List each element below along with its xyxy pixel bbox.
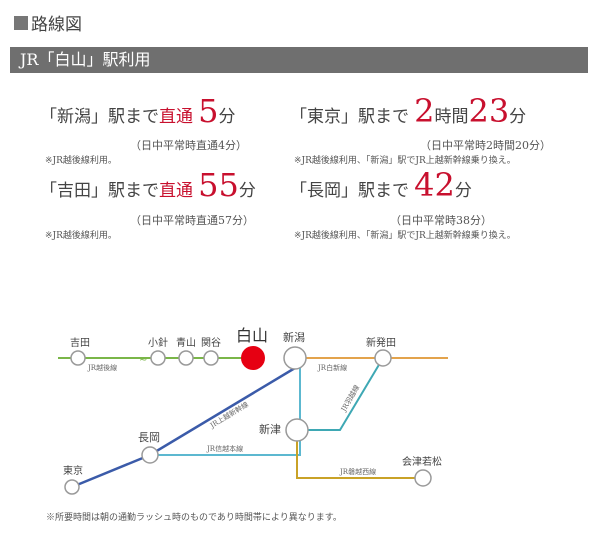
time-nagaoka: 「長岡」駅まで 42分 [290, 166, 472, 204]
station-hakusan-marker [241, 346, 265, 370]
time-tokyo: 「東京」駅まで 2時間23分 [290, 92, 526, 130]
station-kobari-marker [150, 350, 166, 366]
station-aoyama-label: 青山 [176, 336, 196, 349]
break-mark: ≈ [139, 354, 147, 365]
time-tokyo-sub: （日中平常時2時間20分） [420, 139, 551, 152]
time-tokyo-unit1: 時間 [434, 107, 469, 127]
station-niigata-marker [283, 346, 307, 370]
station-niitsu-marker [285, 418, 309, 442]
station-sekiya-marker [203, 350, 219, 366]
station-niigata-label: 新潟 [283, 330, 305, 344]
time-tokyo-note: ※JR越後線利用、「新潟」駅でJR上越新幹線乗り換え。 [294, 156, 516, 166]
line-shinetsu [150, 368, 301, 456]
station-banner: JR「白山」駅利用 [10, 47, 588, 73]
line-uetsu [297, 357, 384, 431]
station-shibata-label: 新発田 [366, 336, 396, 349]
line-hakushin-label: JR白新線 [317, 363, 347, 372]
station-hakusan-label: 白山 [236, 326, 268, 345]
time-tokyo-unit2: 分 [509, 107, 527, 127]
station-aoyama-marker [178, 350, 194, 366]
station-shibata-marker [374, 349, 392, 367]
time-niigata-label: 「新潟」駅まで [40, 107, 159, 127]
time-nagaoka-unit: 分 [454, 181, 472, 201]
section-title: 路線図 [14, 10, 82, 35]
time-yoshida-label: 「吉田」駅まで [40, 181, 159, 201]
line-echigo-label: JR越後線 [87, 363, 117, 372]
station-nagaoka-label: 長岡 [138, 431, 160, 444]
station-tokyo-label: 東京 [63, 464, 83, 477]
line-banetsu [296, 430, 423, 479]
time-nagaoka-num: 42 [414, 166, 455, 204]
station-tokyo-marker [64, 479, 80, 495]
station-aizu-marker [414, 469, 432, 487]
time-tokyo-num1: 2 [414, 92, 435, 130]
station-sekiya-label: 関谷 [201, 337, 221, 349]
time-yoshida-note: ※JR越後線利用。 [45, 231, 117, 241]
station-yoshida-label: 吉田 [70, 337, 90, 349]
time-tokyo-num2: 23 [468, 92, 510, 130]
station-aizu-label: 会津若松 [402, 455, 442, 468]
time-nagaoka-sub: （日中平常時38分） [390, 214, 492, 227]
station-nagaoka-marker [141, 446, 159, 464]
time-yoshida-mode: 直通 [159, 181, 193, 201]
time-nagaoka-note: ※JR越後線利用、「新潟」駅でJR上越新幹線乗り換え。 [294, 231, 516, 241]
time-niigata: 「新潟」駅まで直通 5分 [40, 92, 235, 130]
time-nagaoka-label: 「長岡」駅まで [290, 181, 409, 201]
station-kobari-label: 小針 [148, 336, 168, 349]
square-icon [14, 15, 28, 30]
time-niigata-mode: 直通 [159, 107, 193, 127]
line-shinetsu-label: JR信越本線 [206, 444, 243, 453]
section-title-text: 路線図 [31, 15, 82, 35]
time-yoshida-num: 55 [198, 166, 239, 204]
time-niigata-sub: （日中平常時直通4分） [130, 139, 247, 152]
station-yoshida-marker [70, 350, 86, 366]
time-niigata-note: ※JR越後線利用。 [45, 156, 117, 166]
station-niitsu-label: 新津 [259, 422, 281, 436]
time-yoshida: 「吉田」駅まで直通 55分 [40, 166, 256, 204]
footnote: ※所要時間は朝の通勤ラッシュ時のものであり時間帯により異なります。 [46, 513, 342, 523]
time-niigata-num: 5 [198, 92, 219, 130]
line-banetsu-label: JR磐越西線 [339, 467, 376, 476]
time-yoshida-unit: 分 [238, 181, 256, 201]
time-yoshida-sub: （日中平常時直通57分） [130, 214, 254, 227]
time-niigata-unit: 分 [218, 107, 236, 127]
line-joetsu-label: JR上越新幹線 [208, 400, 250, 430]
time-tokyo-label: 「東京」駅まで [290, 107, 409, 127]
